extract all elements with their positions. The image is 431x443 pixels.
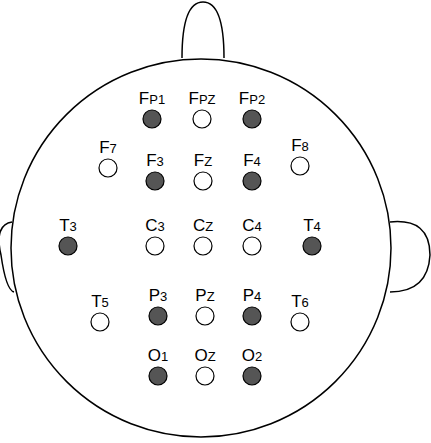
electrode-circle: [148, 306, 168, 326]
electrode: C4: [240, 217, 264, 256]
electrode-dot: [149, 307, 167, 325]
electrode-label: T5: [91, 293, 109, 312]
electrode-circle: [193, 236, 213, 256]
electrode-dot: [194, 237, 212, 255]
electrode: FP1: [137, 90, 167, 129]
electrode: T6: [288, 293, 312, 332]
electrode-label: CZ: [193, 217, 213, 236]
electrode-label: F3: [146, 152, 164, 171]
electrode-label: O1: [148, 347, 168, 366]
electrode-circle: [242, 171, 262, 191]
electrode: T5: [88, 293, 112, 332]
electrode: C3: [143, 217, 167, 256]
electrode: T3: [56, 217, 80, 256]
head-circle: [11, 59, 391, 437]
electrode-circle: [58, 236, 78, 256]
electrode: FPZ: [186, 90, 217, 129]
electrode-dot: [146, 172, 164, 190]
electrode-label: T3: [59, 217, 77, 236]
electrode: F8: [288, 137, 312, 176]
electrode: FP2: [237, 90, 267, 129]
electrode-dot: [196, 307, 214, 325]
electrode-label: T6: [291, 293, 309, 312]
electrode-dot: [303, 237, 321, 255]
right-ear: [390, 222, 430, 292]
electrode-dot: [243, 110, 261, 128]
nose: [182, 2, 224, 58]
electrode: F7: [96, 139, 120, 178]
electrode-dot: [243, 172, 261, 190]
electrode: F4: [240, 152, 264, 191]
electrode: O2: [240, 347, 264, 386]
electrode-dot: [291, 157, 309, 175]
electrode-circle: [242, 366, 262, 386]
electrode-dot: [143, 110, 161, 128]
electrode-circle: [195, 366, 215, 386]
electrode-circle: [195, 306, 215, 326]
electrode-label: P3: [149, 287, 168, 306]
electrode-dot: [194, 172, 212, 190]
electrode: CZ: [191, 217, 215, 256]
electrode-label: FP1: [139, 90, 165, 109]
electrode-label: C3: [145, 217, 165, 236]
electrode-dot: [149, 367, 167, 385]
electrode-circle: [242, 109, 262, 129]
electrode-circle: [302, 236, 322, 256]
electrode-dot: [146, 237, 164, 255]
electrode-dot: [291, 313, 309, 331]
electrode: FZ: [191, 152, 215, 191]
electrode-label: OZ: [194, 347, 215, 366]
electrode-circle: [242, 306, 262, 326]
electrode-label: P4: [243, 287, 262, 306]
electrode-label: PZ: [195, 287, 214, 306]
electrode-label: T4: [303, 217, 321, 236]
electrode-circle: [145, 236, 165, 256]
electrode-circle: [142, 109, 162, 129]
electrode-label: FZ: [194, 152, 212, 171]
electrode-label: F4: [243, 152, 261, 171]
electrode-dot: [243, 307, 261, 325]
electrode: OZ: [192, 347, 217, 386]
electrode-circle: [242, 236, 262, 256]
electrode: F3: [143, 152, 167, 191]
electrode-label: O2: [242, 347, 262, 366]
electrode-circle: [193, 171, 213, 191]
electrode-dot: [91, 313, 109, 331]
electrode-dot: [243, 367, 261, 385]
electrode-circle: [90, 312, 110, 332]
electrode: P3: [146, 287, 170, 326]
electrode-dot: [243, 237, 261, 255]
electrode-label: F8: [291, 137, 309, 156]
electrode-circle: [192, 109, 212, 129]
electrode-circle: [98, 158, 118, 178]
electrode-dot: [196, 367, 214, 385]
electrode: T4: [300, 217, 324, 256]
electrode-label: FP2: [239, 90, 265, 109]
electrode-label: FPZ: [188, 90, 215, 109]
electrode: O1: [146, 347, 170, 386]
electrode-circle: [148, 366, 168, 386]
electrode-dot: [59, 237, 77, 255]
electrode: PZ: [193, 287, 217, 326]
electrode-label: C4: [242, 217, 262, 236]
electrode: P4: [240, 287, 264, 326]
electrode-dot: [193, 110, 211, 128]
electrode-dot: [99, 159, 117, 177]
electrode-circle: [290, 156, 310, 176]
electrode-label: F7: [99, 139, 117, 158]
electrode-circle: [290, 312, 310, 332]
electrode-circle: [145, 171, 165, 191]
